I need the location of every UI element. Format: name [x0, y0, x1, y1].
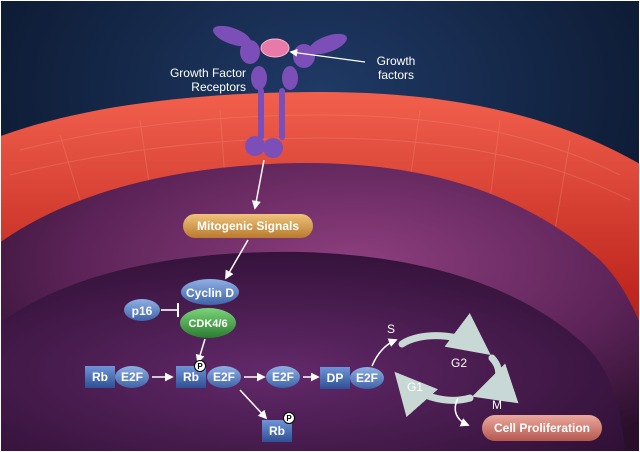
growth-factor-receptor-icon: [213, 25, 347, 158]
phase-m-label: M: [492, 398, 502, 412]
e2f-shape-1: [115, 366, 149, 388]
growth-factors-pointer: [289, 48, 366, 63]
rb-label-free: Rb: [269, 424, 285, 438]
growth-factor-receptors-label: Growth Factor Receptors: [169, 66, 246, 94]
dp-label: DP: [326, 371, 344, 385]
phase-s-label: S: [386, 322, 395, 336]
rb-label-2: Rb: [183, 370, 199, 384]
cdk46-label: CDK4/6: [188, 317, 228, 330]
membrane-texture: [9, 109, 631, 231]
dp-box: [320, 367, 350, 389]
e2f-label-1: E2F: [120, 370, 143, 384]
phosphate-badge-1: P: [194, 360, 206, 372]
rb-label-1: Rb: [92, 370, 108, 384]
arrow-receptor-to-signal: [251, 159, 265, 210]
cell-proliferation-label: Cell Proliferation: [493, 421, 591, 435]
nucleus: [0, 251, 625, 452]
cdk46-shape: [180, 308, 236, 338]
p16-label: p16: [131, 303, 153, 318]
e2f-shape-2: [207, 366, 241, 388]
arrow-signal-to-cyclin: [225, 239, 249, 280]
cyclin-d-label: Cyclin D: [185, 285, 234, 300]
rb-box-free: [262, 420, 292, 442]
growth-factors-label: Growth factors: [376, 54, 416, 82]
mitogenic-signals-label: Mitogenic Signals: [196, 219, 299, 233]
growth-factor-icon: [260, 38, 290, 58]
rb-box-1: [85, 366, 115, 388]
e2f-label-3: E2F: [271, 370, 294, 384]
arrow-cdk-to-rb: [195, 338, 206, 364]
e2f-label-4: E2F: [355, 371, 378, 385]
phase-g1-label: G1: [406, 380, 423, 394]
e2f-shape-4: [350, 367, 384, 389]
phase-g2-label: G2: [450, 356, 467, 370]
arrow-rb-release: [239, 389, 268, 420]
cell-proliferation-pill: [482, 415, 602, 441]
e2f-shape-3: [266, 366, 300, 388]
p16-shape: [124, 299, 160, 321]
arrow-to-proliferation: [454, 397, 470, 427]
arrow-to-s-phase: [371, 338, 398, 367]
e2f-label-2: E2F: [212, 370, 235, 384]
cyclin-d-shape: [181, 279, 239, 305]
phosphate-badge-2: P: [283, 412, 295, 424]
mitogenic-signals-pill: [183, 214, 313, 238]
cell-cycle-ring: [394, 313, 519, 418]
